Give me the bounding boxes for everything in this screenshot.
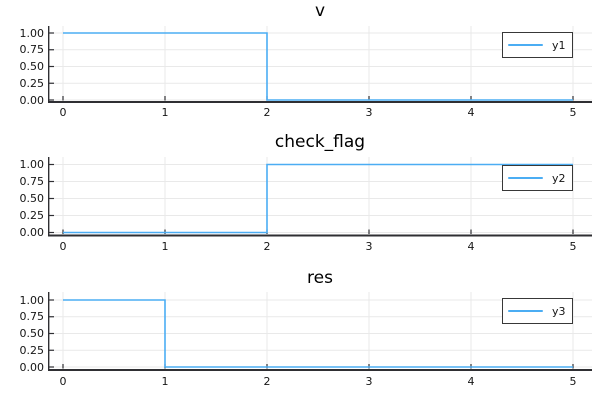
axes	[48, 26, 592, 103]
legend-label: y3	[552, 304, 566, 318]
plot-title: v	[314, 1, 326, 21]
legend-label: y2	[552, 171, 566, 185]
plot-canvas	[48, 292, 592, 371]
axes	[48, 292, 592, 371]
series-line	[63, 32, 573, 101]
legend-line-sample	[508, 309, 543, 313]
series-line	[63, 163, 573, 234]
legend-box: y3	[502, 298, 573, 324]
legend-line-sample	[508, 176, 543, 180]
plot-canvas	[48, 26, 592, 103]
axes	[48, 157, 592, 237]
legend-box: y1	[502, 32, 573, 58]
plot-title: res	[307, 268, 333, 288]
plot-title: check_flag	[274, 132, 366, 152]
gridlines	[49, 157, 592, 235]
legend-box: y2	[502, 165, 573, 191]
series-line	[63, 299, 573, 368]
legend-label: y1	[552, 38, 566, 52]
legend-line-sample	[508, 43, 543, 47]
plot-canvas	[48, 157, 592, 237]
tick-marks	[49, 163, 574, 234]
tick-marks	[49, 299, 574, 369]
gridlines	[49, 26, 592, 101]
